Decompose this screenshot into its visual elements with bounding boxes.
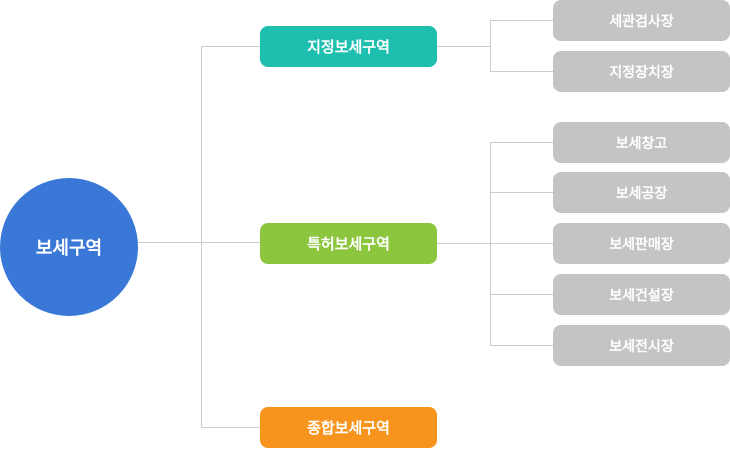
leaf-bonded-warehouse: 보세창고: [553, 122, 730, 163]
leaf-bonded-factory: 보세공장: [553, 172, 730, 213]
root-node-bonded-area: 보세구역: [0, 178, 138, 316]
leaf-bonded-construction-site: 보세건설장: [553, 274, 730, 315]
leaf-designated-storage-site: 지정장치장: [553, 51, 730, 92]
leaf-label: 보세판매장: [609, 236, 674, 253]
category-designated-bonded-area: 지정보세구역: [260, 26, 437, 67]
leaf-label: 보세건설장: [609, 287, 674, 304]
leaf-label: 보세창고: [615, 135, 668, 152]
leaf-customs-inspection-site: 세관검사장: [553, 0, 730, 41]
leaf-label: 세관검사장: [609, 13, 674, 30]
leaf-bonded-store: 보세판매장: [553, 223, 730, 264]
category-label: 특허보세구역: [307, 235, 390, 253]
category-patent-bonded-area: 특허보세구역: [260, 223, 437, 264]
leaf-bonded-exhibition-site: 보세전시장: [553, 325, 730, 366]
category-comprehensive-bonded-area: 종합보세구역: [260, 407, 437, 448]
leaf-label: 보세공장: [615, 185, 668, 202]
leaf-label: 보세전시장: [609, 338, 674, 355]
root-node-label: 보세구역: [35, 238, 103, 259]
category-label: 종합보세구역: [307, 419, 390, 437]
leaf-label: 지정장치장: [609, 64, 674, 81]
category-label: 지정보세구역: [307, 38, 390, 56]
